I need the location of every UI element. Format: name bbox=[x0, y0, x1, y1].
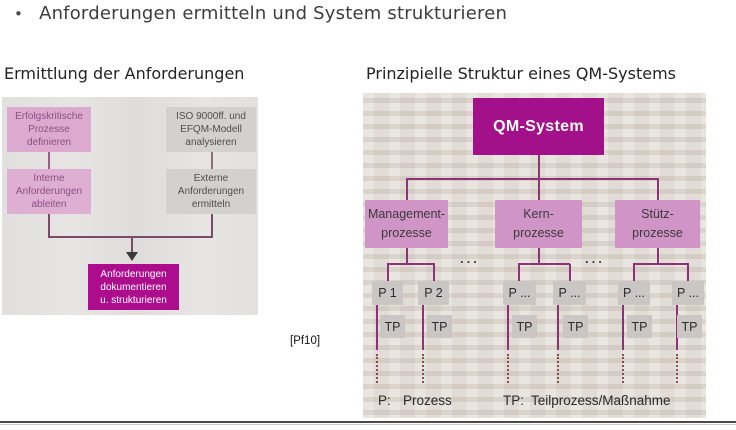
subprocess-box-tp: TP bbox=[627, 315, 652, 338]
tree-line bbox=[433, 264, 435, 281]
process-box-p2: P 2 bbox=[418, 281, 449, 305]
flow-box-iso-efqm: ISO 9000ff. und EFQM-Modell analysieren bbox=[166, 107, 256, 152]
tree-node-stuetzprozesse: Stütz- prozesse bbox=[615, 200, 700, 248]
legend-p-value: Prozess bbox=[403, 393, 452, 408]
process-box-p6: P ... bbox=[672, 281, 704, 305]
connector-line bbox=[48, 236, 213, 238]
tree-node-kernprozesse: Kern- prozesse bbox=[495, 200, 582, 248]
dotted-continuation bbox=[422, 354, 424, 383]
tree-node-managementprozesse: Management- prozesse bbox=[365, 200, 448, 248]
dotted-continuation bbox=[676, 354, 678, 383]
tree-line bbox=[538, 248, 540, 264]
tree-line bbox=[633, 263, 689, 265]
tree-line bbox=[406, 248, 408, 264]
flow-box-erfolgskritische: Erfolgskritische Prozesse definieren bbox=[7, 107, 91, 152]
tree-line bbox=[387, 264, 389, 281]
tree-line bbox=[406, 178, 659, 180]
requirements-flowchart: Erfolgskritische Prozesse definieren ISO… bbox=[2, 97, 258, 315]
page-title-text: Anforderungen ermitteln und System struk… bbox=[39, 3, 508, 24]
tree-line bbox=[622, 305, 624, 350]
tree-line bbox=[507, 305, 509, 350]
connector-line bbox=[131, 237, 133, 253]
tree-line bbox=[538, 155, 540, 178]
bottom-divider bbox=[0, 421, 736, 423]
qm-structure-diagram: QM-System Management- prozesse Kern- pro… bbox=[363, 93, 706, 418]
dotted-continuation bbox=[507, 354, 509, 383]
connector-line bbox=[211, 152, 213, 169]
tree-root-qm-system: QM-System bbox=[473, 98, 604, 155]
dotted-continuation bbox=[557, 354, 559, 383]
subprocess-box-tp: TP bbox=[427, 315, 452, 338]
flow-box-externe: Externe Anforderungen ermitteln bbox=[166, 169, 256, 214]
process-box-p3: P ... bbox=[503, 281, 536, 305]
arrow-down-icon bbox=[126, 252, 138, 261]
bullet-icon: • bbox=[14, 5, 24, 23]
tree-line bbox=[518, 263, 570, 265]
process-box-p5: P ... bbox=[618, 281, 650, 305]
ellipsis-dots: ... bbox=[460, 251, 480, 266]
tree-line bbox=[657, 248, 659, 264]
tree-line bbox=[518, 264, 520, 281]
ellipsis-dots: ... bbox=[585, 251, 605, 266]
process-box-p4: P ... bbox=[553, 281, 586, 305]
tree-line bbox=[569, 264, 571, 281]
tree-line bbox=[557, 305, 559, 350]
connector-line bbox=[211, 214, 213, 238]
tree-line bbox=[687, 264, 689, 281]
left-panel-heading: Ermittlung der Anforderungen bbox=[4, 64, 245, 83]
page-title: • Anforderungen ermitteln und System str… bbox=[12, 3, 712, 24]
tree-line bbox=[406, 179, 408, 200]
connector-line bbox=[48, 152, 50, 169]
tree-line bbox=[538, 179, 540, 200]
dotted-continuation bbox=[622, 354, 624, 383]
right-panel-heading: Prinzipielle Struktur eines QM-Systems bbox=[366, 64, 676, 83]
subprocess-box-tp: TP bbox=[677, 315, 702, 338]
tree-line bbox=[657, 179, 659, 200]
citation-label: [Pf10] bbox=[290, 335, 321, 347]
subprocess-box-tp: TP bbox=[512, 315, 537, 338]
dotted-continuation bbox=[376, 354, 378, 383]
tree-line bbox=[422, 305, 424, 350]
tree-line bbox=[376, 305, 378, 350]
subprocess-box-tp: TP bbox=[563, 315, 588, 338]
legend-tp-key: TP: bbox=[503, 393, 525, 408]
flow-box-dokumentieren: Anforderungen dokumentieren u. strukturi… bbox=[88, 264, 179, 310]
tree-line bbox=[387, 263, 435, 265]
legend-tp-value: Teilprozess/Maßnahme bbox=[531, 393, 671, 408]
tree-line bbox=[633, 264, 635, 281]
process-box-p1: P 1 bbox=[372, 281, 403, 305]
bottom-divider-shadow bbox=[0, 424, 736, 425]
connector-line bbox=[48, 214, 50, 238]
subprocess-box-tp: TP bbox=[380, 315, 405, 338]
flow-box-interne: Interne Anforderungen ableiten bbox=[7, 169, 91, 214]
legend-p-key: P: bbox=[378, 393, 391, 408]
